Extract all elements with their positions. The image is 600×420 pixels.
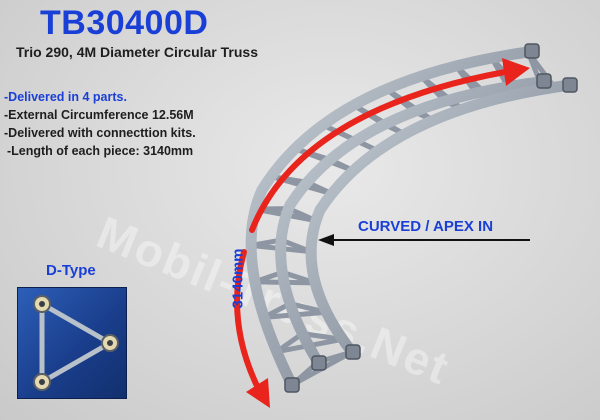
triangle-section-icon (33, 295, 119, 391)
spec-item: -External Circumference 12.56M (4, 108, 194, 122)
spec-item: -Length of each piece: 3140mm (7, 144, 194, 158)
piece-length-label: 3140mm (229, 248, 247, 309)
d-type-label: D-Type (46, 262, 96, 279)
spec-item: -Delivered with connecttion kits. (4, 126, 196, 140)
apex-in-label: CURVED / APEX IN (358, 218, 494, 235)
product-subtitle: Trio 290, 4M Diameter Circular Truss (16, 44, 258, 60)
spec-item: -Delivered in 4 parts. (4, 90, 127, 104)
spec-list: -Delivered in 4 parts. -External Circumf… (4, 88, 196, 160)
product-code-title: TB30400D (40, 4, 209, 42)
d-type-diagram (17, 287, 127, 399)
